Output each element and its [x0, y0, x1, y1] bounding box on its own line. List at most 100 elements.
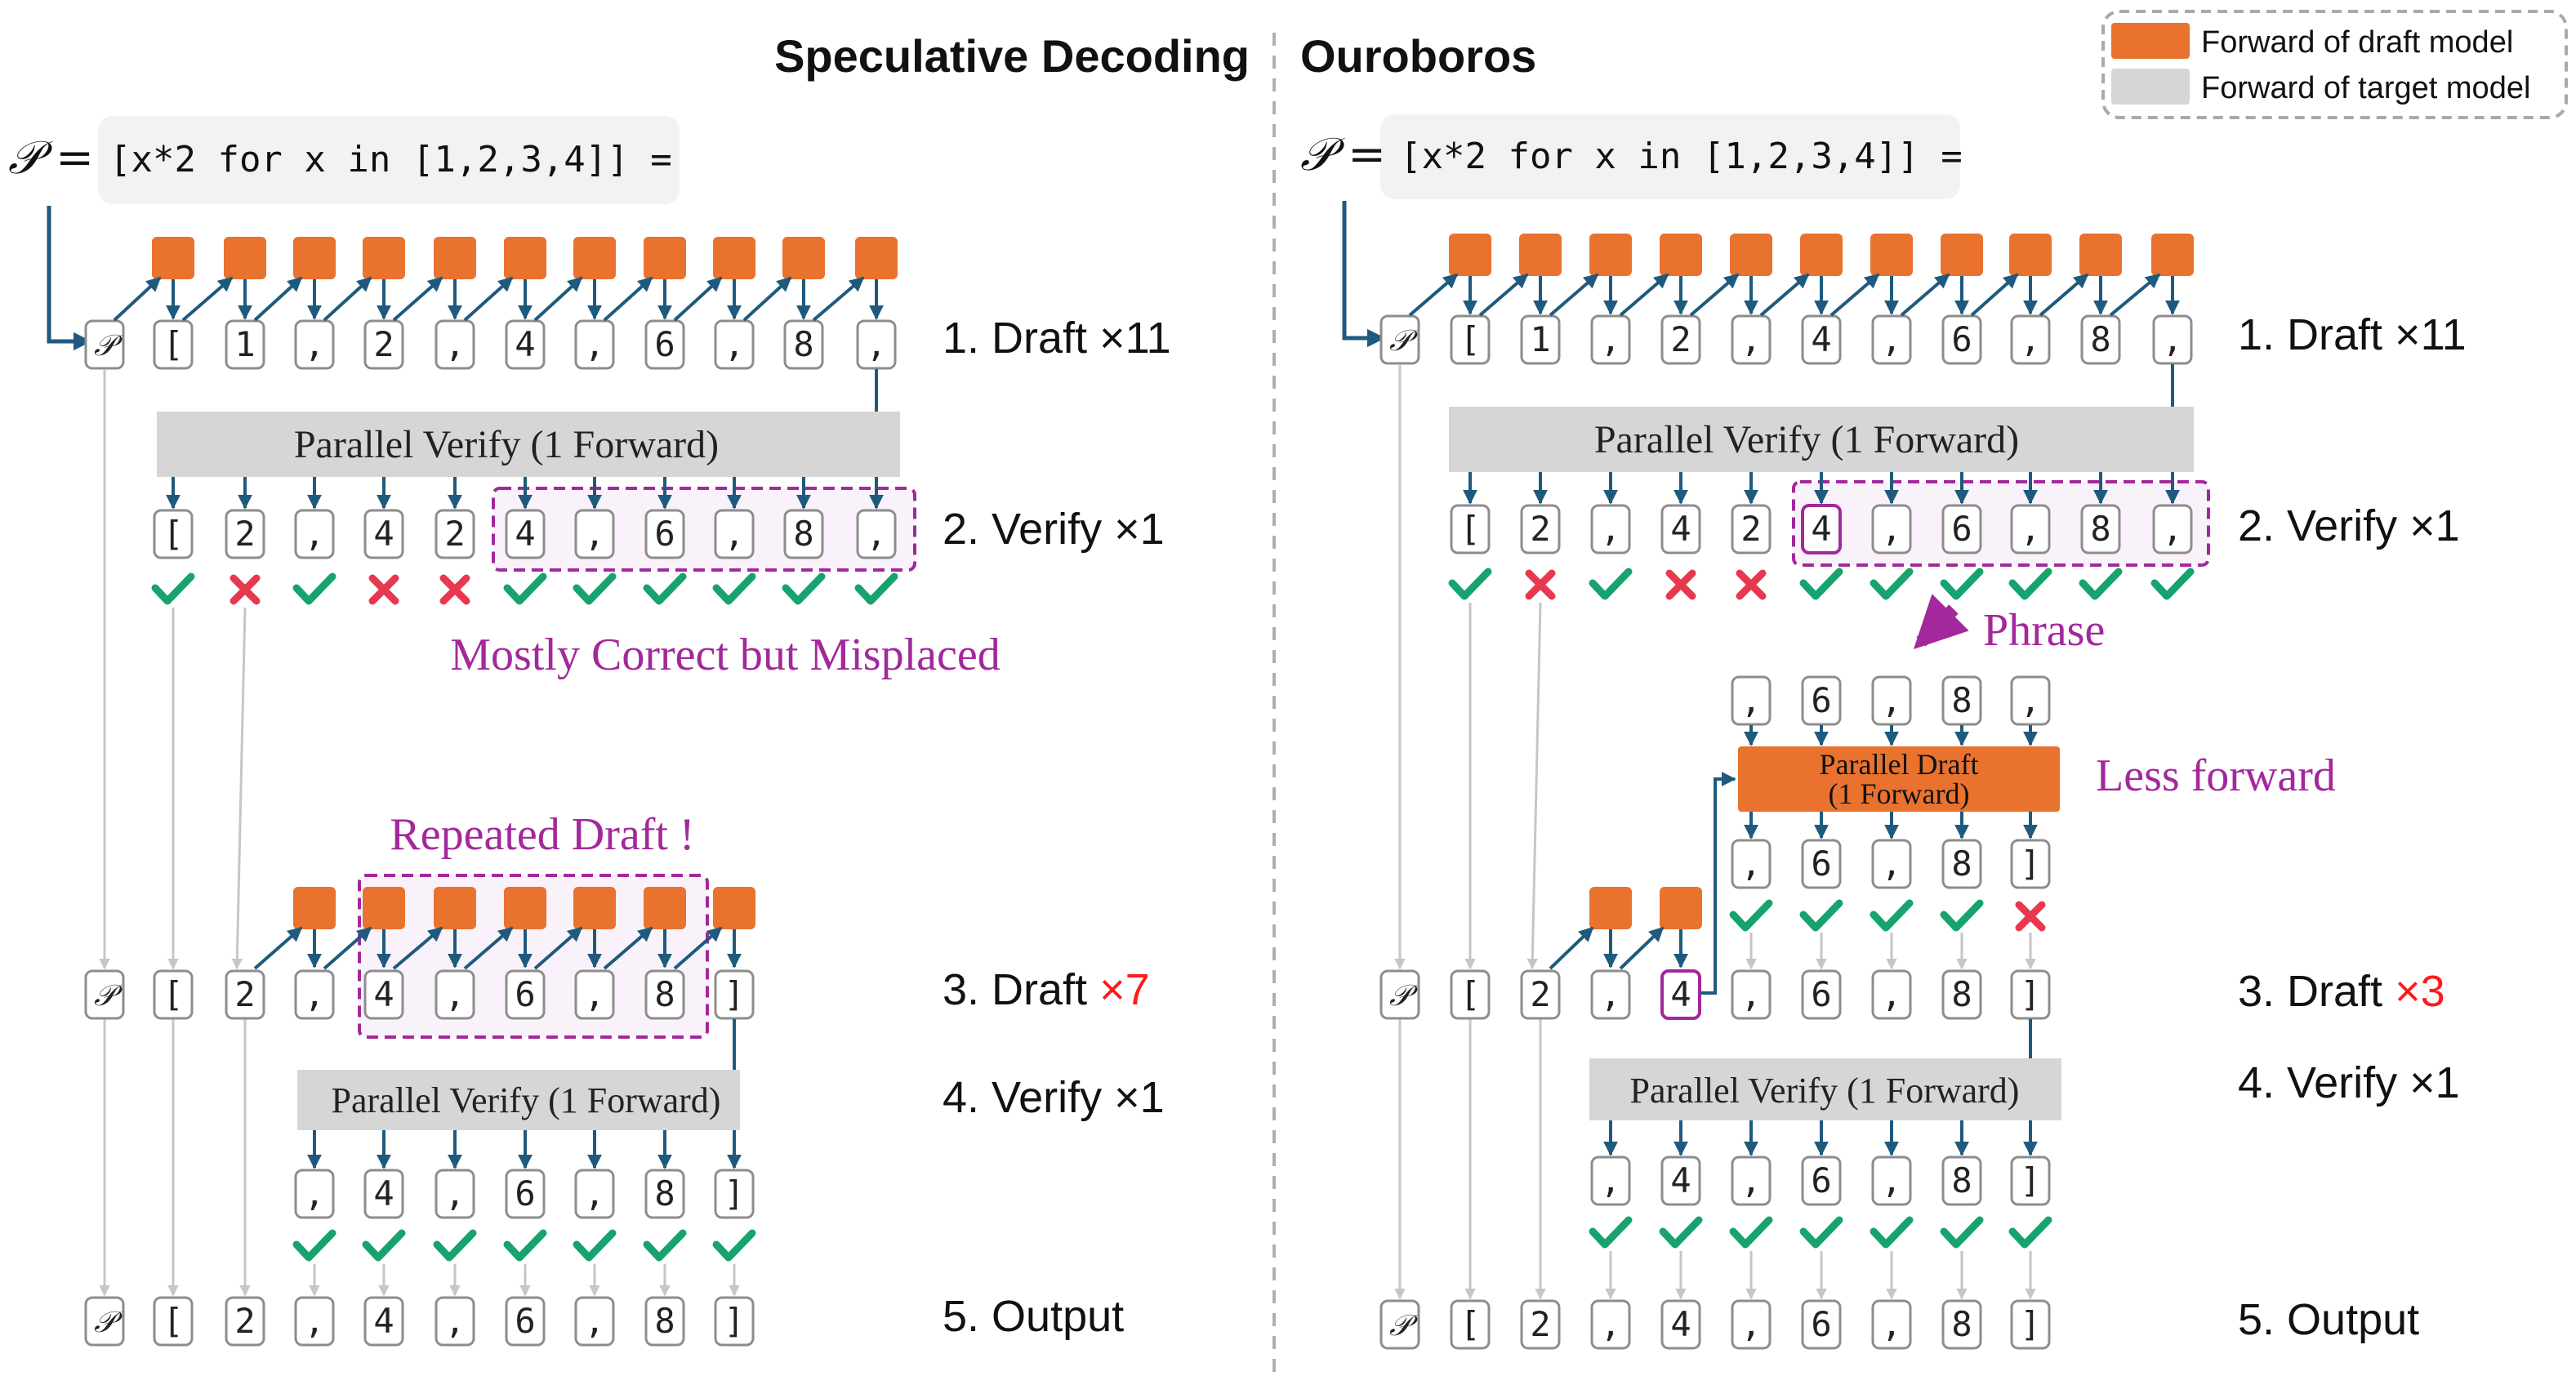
- left-verify-token-6-box: [574, 509, 615, 559]
- left-output-token-4: 4: [373, 1301, 394, 1341]
- right-verify2-token-6-box: [2010, 1156, 2051, 1206]
- right-title: Ouroboros: [1300, 30, 1536, 82]
- left-draft-forward-7: [573, 237, 616, 279]
- left-draft-chain-arrow-5: [392, 276, 443, 322]
- right-draft2-token-5: ,: [1740, 974, 1761, 1014]
- left-verify-mark-9-check-icon: [782, 572, 826, 605]
- left-verify-token-9: 8: [793, 514, 813, 554]
- right-verify-mark-4-cross-icon: [1736, 569, 1767, 600]
- left-draft2-forward-4: [363, 887, 405, 929]
- right-phrase-token-0: ,: [1740, 680, 1761, 720]
- right-output-token-0-box: [1379, 1299, 1420, 1350]
- right-pd-mark-1-check-icon: [1799, 899, 1843, 932]
- left-verify-token-7-box: [644, 509, 685, 559]
- left-verify-token-8: ,: [724, 514, 744, 554]
- left-draft2-token-5: ,: [444, 974, 465, 1014]
- right-verify-token-4-box: [1731, 504, 1772, 554]
- left-draft2-token-6: 6: [515, 974, 535, 1014]
- legend-draft-swatch: [2111, 23, 2190, 59]
- left-output-token-1: [: [163, 1301, 183, 1341]
- right-prompt-symbol: 𝒫 =: [1300, 128, 1386, 181]
- right-verify2-token-1: 4: [1670, 1160, 1691, 1200]
- right-parallel-draft-bar: [1738, 746, 2060, 812]
- right-step-2: 2. Verify ×1: [2238, 501, 2460, 550]
- left-draft2-token-5-box: [435, 969, 475, 1020]
- left-draft-chain-arrow-1: [113, 276, 162, 322]
- right-verify2-mark-4-check-icon: [1870, 1216, 1914, 1249]
- left-draft-forward-2: [224, 237, 266, 279]
- right-draft-token-2-box: [1520, 314, 1561, 365]
- left-draft2-chain-arrow-5: [392, 926, 443, 970]
- left-output-token-1-box: [153, 1296, 194, 1347]
- left-verify-token-7: 6: [654, 514, 675, 554]
- left-output-token-5-box: [435, 1296, 475, 1347]
- left-draft2-forward-8: [644, 887, 686, 929]
- left-draft-token-5-box: [435, 319, 475, 370]
- right-output-token-7: ,: [1881, 1304, 1901, 1344]
- left-draft-token-5: ,: [444, 324, 465, 364]
- right-draft-chain-arrow-7: [1829, 273, 1880, 317]
- right-verify2-mark-5-check-icon: [1940, 1216, 1984, 1249]
- left-draft-token-11-box: [856, 319, 897, 370]
- left-verify-mark-10-check-icon: [854, 572, 898, 605]
- right-output-token-3-box: [1590, 1299, 1631, 1350]
- right-draft-token-11-box: [2152, 314, 2193, 365]
- right-panel: 𝒫 = [x*2 for x in [1,2,3,4]] = Parallel …: [1300, 114, 2467, 1350]
- left-draft-forward-1: [152, 237, 194, 279]
- left-verify-token-1: 2: [234, 514, 255, 554]
- right-draft-forward-5: [1730, 234, 1772, 276]
- left-output-token-9-box: [714, 1296, 755, 1347]
- right-phrase-box: [1792, 480, 2210, 567]
- right-verify2-token-2-box: [1731, 1156, 1772, 1206]
- left-verify-token-5: 4: [515, 514, 535, 554]
- right-verify-mark-7-check-icon: [1940, 568, 1984, 600]
- right-output-token-9: ]: [2020, 1304, 2040, 1344]
- right-verify2-mark-3-check-icon: [1799, 1216, 1843, 1249]
- right-draft-forward-8: [1941, 234, 1983, 276]
- left-draft2-token-0-box: [84, 969, 125, 1020]
- right-annotation-less: Less forward: [2096, 750, 2336, 801]
- right-output-token-4: 4: [1670, 1304, 1691, 1344]
- left-draft2-forward-9: [713, 887, 755, 929]
- left-verify-token-5-box: [505, 509, 546, 559]
- right-verify2-mark-2-check-icon: [1729, 1216, 1773, 1249]
- right-step-4: 4. Verify ×1: [2238, 1058, 2460, 1107]
- left-draft2-token-8-box: [644, 969, 685, 1020]
- right-output-token-1-box: [1450, 1299, 1491, 1350]
- left-draft-forward-11: [855, 237, 898, 279]
- right-verify-token-8: ,: [2020, 509, 2040, 549]
- right-step-5: 5. Output: [2238, 1295, 2419, 1344]
- right-pd-out-token-2-box: [1871, 839, 1912, 889]
- right-draft2-token-3-box: [1590, 969, 1631, 1020]
- left-verify-token-2-box: [294, 509, 335, 559]
- left-draft-token-2: 1: [234, 324, 255, 364]
- right-verify-token-9-box: [2080, 504, 2121, 554]
- right-draft-token-11: ,: [2162, 319, 2182, 359]
- right-verify2-token-6: ]: [2020, 1160, 2040, 1200]
- left-output-token-6-box: [505, 1296, 546, 1347]
- right-phrase-token-4-box: [2010, 675, 2051, 726]
- legend-target-swatch: [2111, 69, 2190, 105]
- left-verify-token-3-box: [363, 509, 404, 559]
- right-verify-bar-1: [1449, 407, 2194, 472]
- left-draft-token-7: ,: [584, 324, 604, 364]
- right-verify-token-7-box: [1941, 504, 1982, 554]
- right-verify-token-10-box: [2152, 504, 2193, 554]
- left-draft-token-4-box: [363, 319, 404, 370]
- left-draft2-chain-arrow-6: [463, 926, 514, 970]
- left-draft-token-1-box: [153, 319, 194, 370]
- right-verify2-token-4: ,: [1881, 1160, 1901, 1200]
- right-phrase-token-3-box: [1941, 675, 1982, 726]
- left-verify-token-9-box: [783, 509, 824, 559]
- left-draft-forward-10: [782, 237, 825, 279]
- right-draft2-chain-arrow-3: [1549, 926, 1594, 970]
- right-draft-forward-4: [1660, 234, 1702, 276]
- right-draft2-forward-3: [1589, 887, 1632, 929]
- left-draft2-token-9-box: [714, 969, 755, 1020]
- right-phrase-token-1-box: [1801, 675, 1842, 726]
- right-verify-bar-2: [1589, 1058, 2061, 1120]
- right-draft-token-3-box: [1590, 314, 1631, 365]
- right-draft-token-8-box: [1941, 314, 1982, 365]
